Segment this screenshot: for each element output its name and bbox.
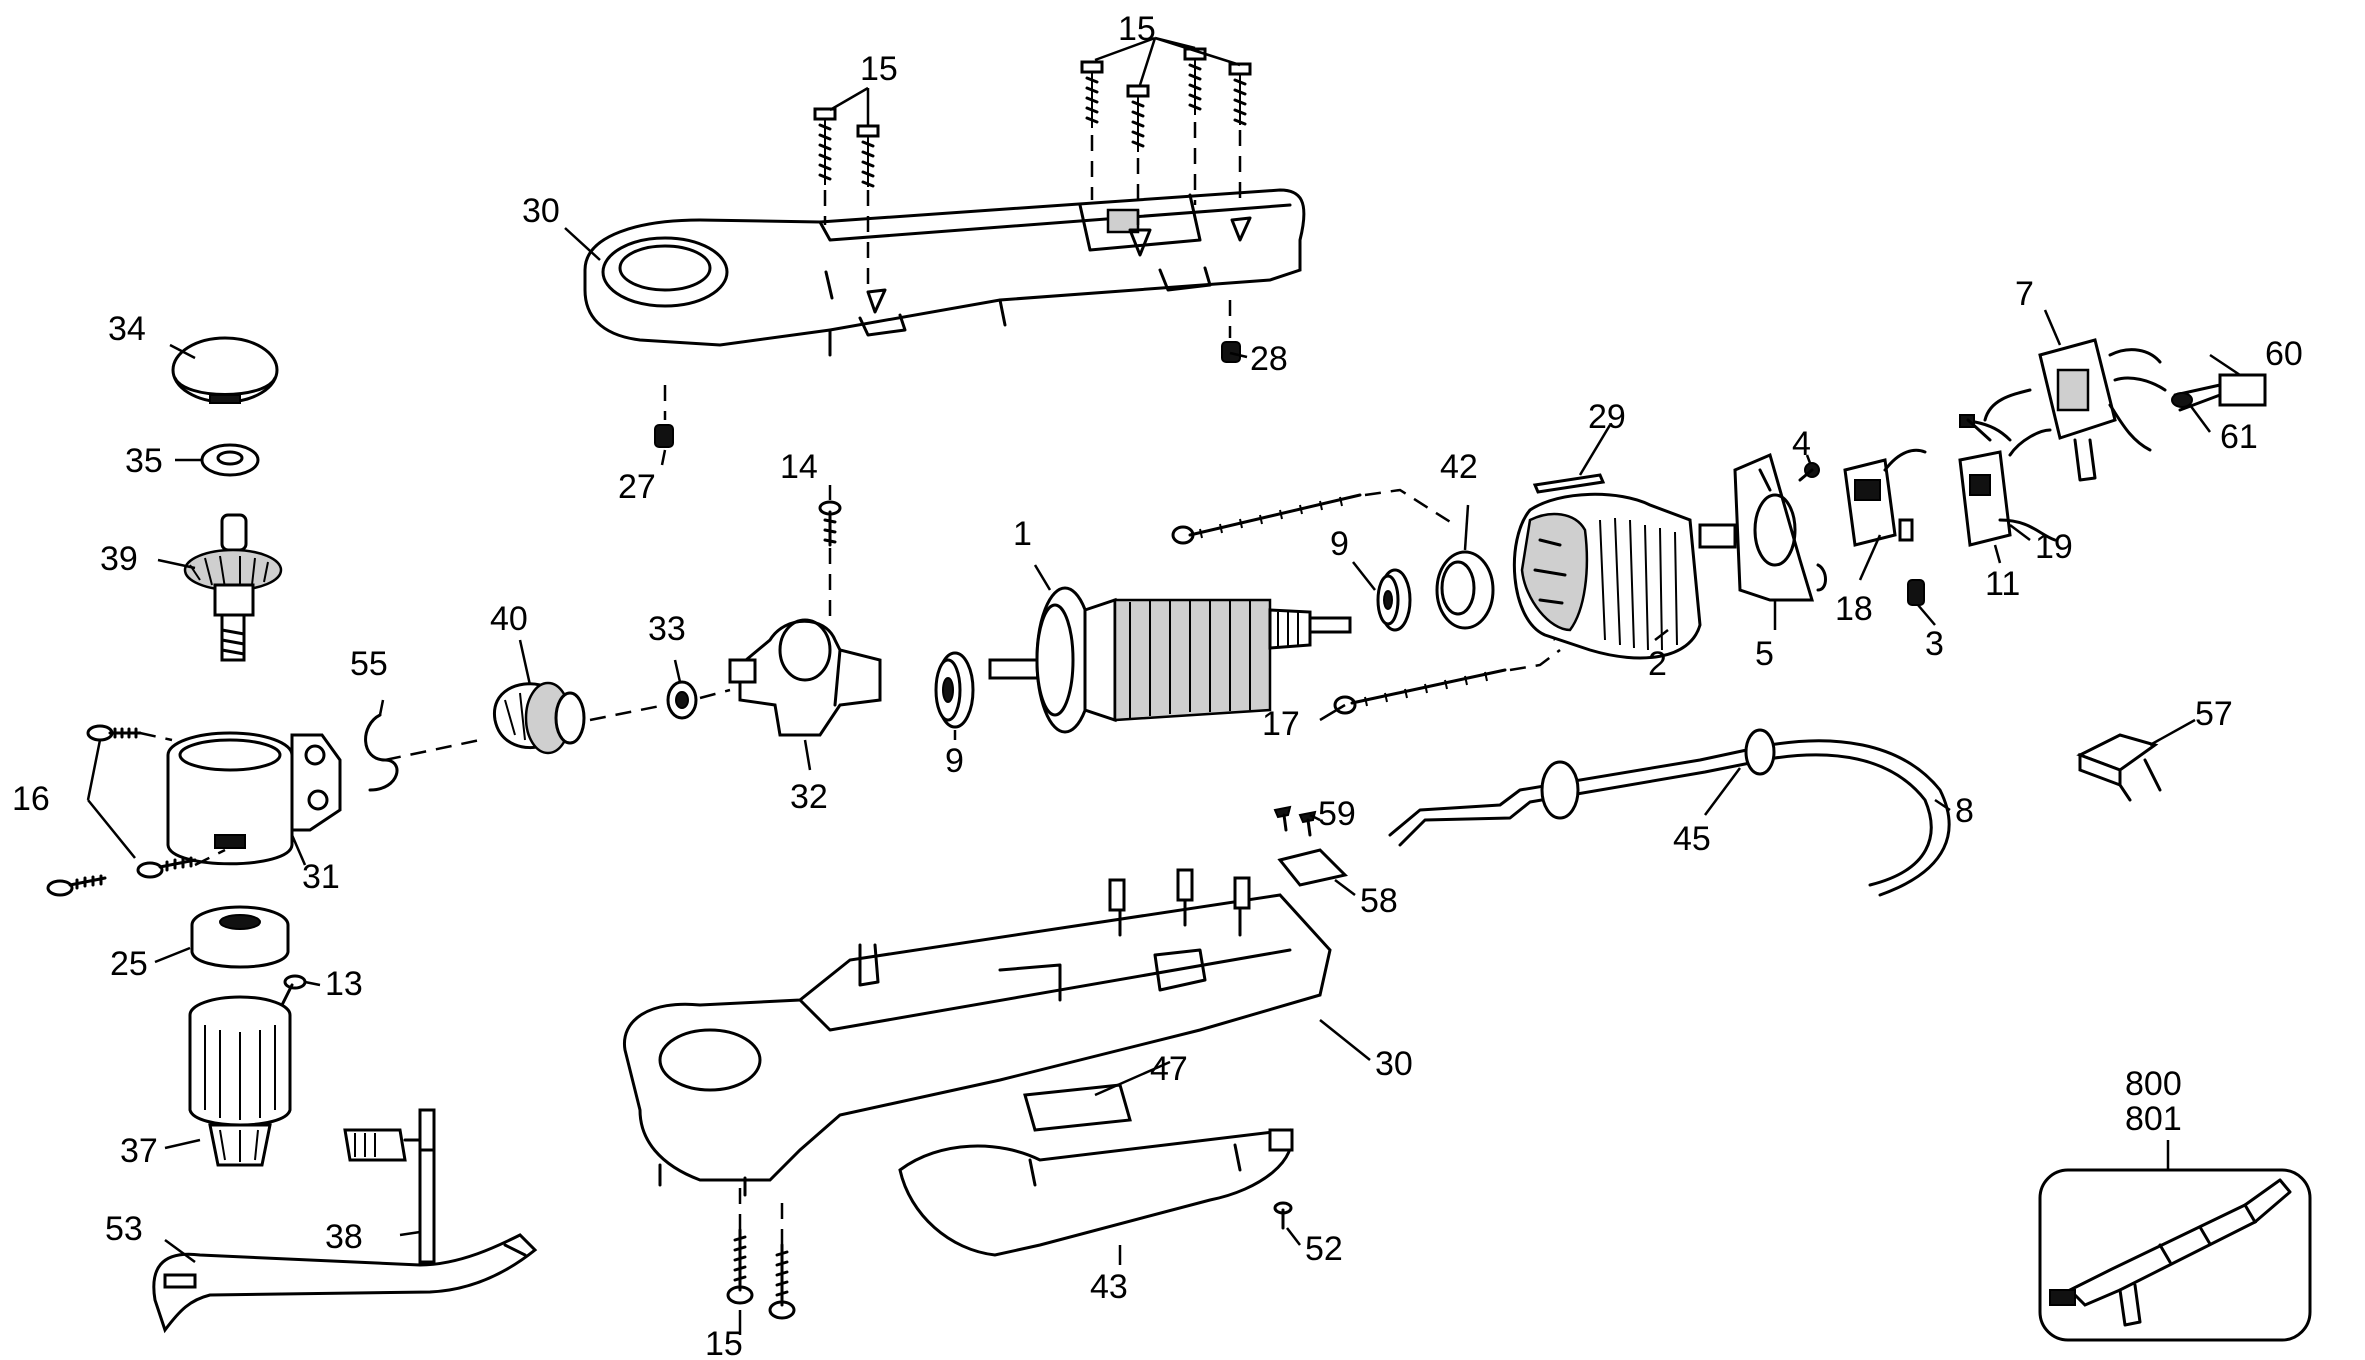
callout-15-top-right: 15 [1118,10,1156,48]
bearing-9-right [1376,568,1412,632]
spring-clip-small [1816,563,1827,592]
clamp-58 [1277,848,1348,887]
long-screw-17 [1333,649,1561,715]
callout-14: 14 [780,448,818,486]
callout-53: 53 [105,1210,143,1248]
callout-16: 16 [12,780,50,818]
sleeve-42 [1435,550,1495,630]
callout-38: 38 [325,1218,363,1256]
callout-29: 29 [1588,398,1626,436]
strap-53 [152,1233,538,1334]
callout-52: 52 [1305,1230,1343,1268]
callout-40: 40 [490,600,528,638]
callout-60: 60 [2265,335,2303,373]
bracket-32 [728,618,882,737]
screws-15-bottom [726,1185,796,1320]
screws-16 [46,724,226,897]
callout-17: 17 [1262,705,1300,743]
callout-800: 800 [2125,1065,2182,1103]
spring-4 [1798,462,1820,482]
plug-27 [654,385,674,448]
armature-1 [988,586,1352,734]
callout-15-bottom: 15 [705,1325,743,1360]
pin-29 [1532,473,1606,494]
callout-27: 27 [618,468,656,506]
callout-30-top: 30 [522,192,560,230]
callout-1: 1 [1013,515,1032,553]
cap-34 [171,336,279,404]
callout-55: 55 [350,645,388,683]
callout-30-bottom: 30 [1375,1045,1413,1083]
callout-8: 8 [1955,792,1974,830]
callout-45: 45 [1673,820,1711,858]
callout-18: 18 [1835,590,1873,628]
callout-31: 31 [302,858,340,896]
callout-19: 19 [2035,528,2073,566]
callout-9-bottom: 9 [945,742,964,780]
bearing-25 [190,905,290,969]
pinion-40 [493,681,586,755]
callout-13: 13 [325,965,363,1003]
callout-57: 57 [2195,695,2233,733]
bearing-33 [666,680,698,720]
callout-42: 42 [1440,448,1478,486]
callout-58: 58 [1360,882,1398,920]
callout-47: 47 [1150,1050,1188,1088]
connector-57 [2076,733,2162,802]
bearing-9-left [934,651,975,729]
callout-11: 11 [1985,565,2020,603]
switch-11 [1958,428,2057,547]
screw-52 [1273,1201,1293,1230]
callout-3: 3 [1925,625,1944,663]
callout-34: 34 [108,310,146,348]
part-3 [1907,579,1925,606]
washer-35 [200,443,260,477]
screws-15-top [813,36,1252,285]
bottom-housing-half [622,868,1332,1197]
connector-19 [1959,414,1992,442]
callout-15-top-left: 15 [860,50,898,88]
callout-25: 25 [110,945,148,983]
top-housing-half [583,188,1306,357]
callout-61: 61 [2220,418,2258,456]
field-stator-2 [1512,492,1737,660]
chuck-key-38 [343,1108,436,1264]
connector-60 [2171,373,2267,412]
callout-33: 33 [648,610,686,648]
chuck-37 [188,995,292,1167]
cord-45 [1388,728,1951,897]
part-18 [1843,448,1927,547]
callout-5: 5 [1755,635,1774,673]
leader-lines [86,227,2241,1335]
callout-4: 4 [1792,425,1811,463]
axis-line [384,688,731,762]
label-47 [1023,1083,1132,1132]
callout-labels: 15 15 30 28 27 34 35 39 14 1 29 42 4 7 6… [12,10,2303,1360]
callout-9-top: 9 [1330,525,1349,563]
inset-800-801 [2038,1168,2312,1342]
screw-13 [280,974,307,1007]
cover-43 [898,1128,1294,1257]
callout-35: 35 [125,442,163,480]
callout-32: 32 [790,778,828,816]
screws-59 [1273,805,1317,837]
callout-28: 28 [1250,340,1288,378]
callout-801: 801 [2125,1100,2182,1138]
screw-14 [818,500,842,620]
gear-spindle-39 [183,513,283,662]
callout-37: 37 [120,1132,158,1170]
callout-39: 39 [100,540,138,578]
gear-case-31 [166,731,342,866]
callout-43: 43 [1090,1268,1128,1306]
filter-7 [1973,338,2167,482]
callout-7: 7 [2015,275,2034,313]
callout-59: 59 [1318,795,1356,833]
brush-plate-5 [1733,452,1815,602]
callout-2: 2 [1648,645,1667,683]
clip-55 [364,713,399,792]
